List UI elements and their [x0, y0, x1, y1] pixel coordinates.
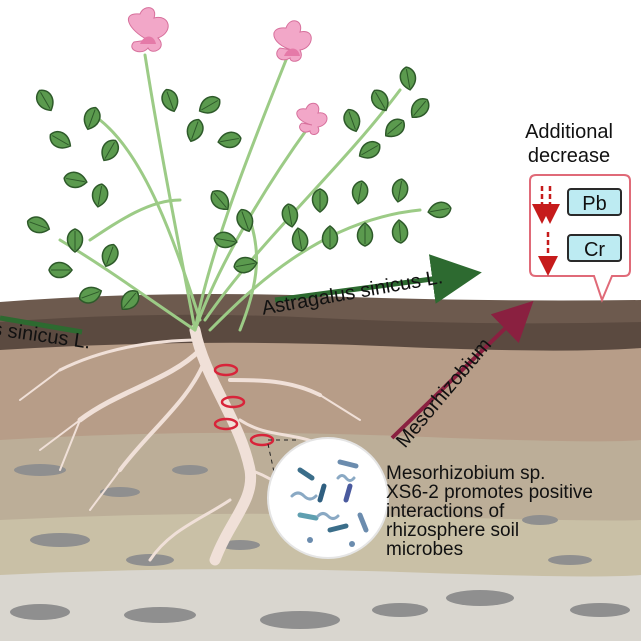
leaf-icon — [66, 228, 84, 253]
mesorhizobium-arrow — [390, 300, 534, 440]
leaf-icon — [62, 169, 89, 191]
root-nodule-icon — [220, 395, 246, 409]
microbe-zoom-circle — [267, 437, 389, 559]
description-line: microbes — [386, 539, 464, 560]
soil-pebbles — [10, 464, 630, 629]
flower-icon — [296, 102, 328, 135]
leaf-icon — [321, 225, 339, 250]
leaf-icon — [356, 222, 374, 247]
microbe-description: Mesorhizobium sp. XS6-2 promotes positiv… — [386, 464, 593, 559]
root-nodules — [213, 363, 275, 447]
cr-element-box: Cr — [567, 234, 622, 262]
description-line: interactions of — [386, 501, 505, 522]
down-arrow-icon — [532, 186, 560, 276]
leaf-icon — [340, 106, 364, 135]
root-nodule-icon — [213, 417, 239, 431]
leaf-icon — [349, 179, 371, 206]
plant-stems — [58, 48, 422, 332]
leaf-icon — [89, 182, 111, 209]
plant-arrows — [0, 254, 482, 335]
leaf-icon — [45, 127, 75, 154]
flower-icon — [273, 20, 312, 62]
callout-title-line2: decrease — [527, 145, 611, 167]
leaf-icon — [96, 135, 123, 165]
bacteria-icon — [290, 459, 369, 547]
leaf-icon — [32, 85, 59, 115]
leaf-icon — [397, 65, 419, 92]
description-line: Mesorhizobium sp. — [386, 463, 546, 484]
description-line: XS6-2 promotes positive — [386, 482, 593, 503]
callout-title-line1: Additional — [525, 121, 613, 143]
leaf-icon — [48, 261, 73, 279]
leaf-icon — [195, 92, 225, 119]
flowers — [127, 7, 328, 135]
leaf-icon — [311, 188, 329, 213]
leaf-icon — [390, 218, 410, 245]
zoom-connector — [267, 439, 300, 501]
leaf-icon — [158, 86, 182, 115]
root-nodule-icon — [249, 433, 275, 447]
leaf-icon — [24, 213, 53, 237]
pb-element-box: Pb — [567, 188, 622, 216]
leaf-icon — [367, 85, 394, 115]
leaf-icon — [426, 199, 453, 221]
leaf-icon — [98, 241, 122, 270]
flower-icon — [127, 7, 169, 53]
description-line: rhizosphere soil — [386, 520, 520, 541]
root-nodule-icon — [213, 363, 239, 377]
leaf-icon — [389, 177, 411, 204]
leaf-icon — [355, 137, 385, 164]
callout-title: Additional decrease — [510, 120, 628, 168]
leaf-icon — [183, 116, 207, 145]
leaf-icon — [216, 129, 243, 151]
leaf-icon — [405, 93, 434, 123]
leaf-icon — [80, 104, 104, 133]
plant-roots — [19, 324, 371, 566]
leaf-icon — [380, 114, 410, 143]
